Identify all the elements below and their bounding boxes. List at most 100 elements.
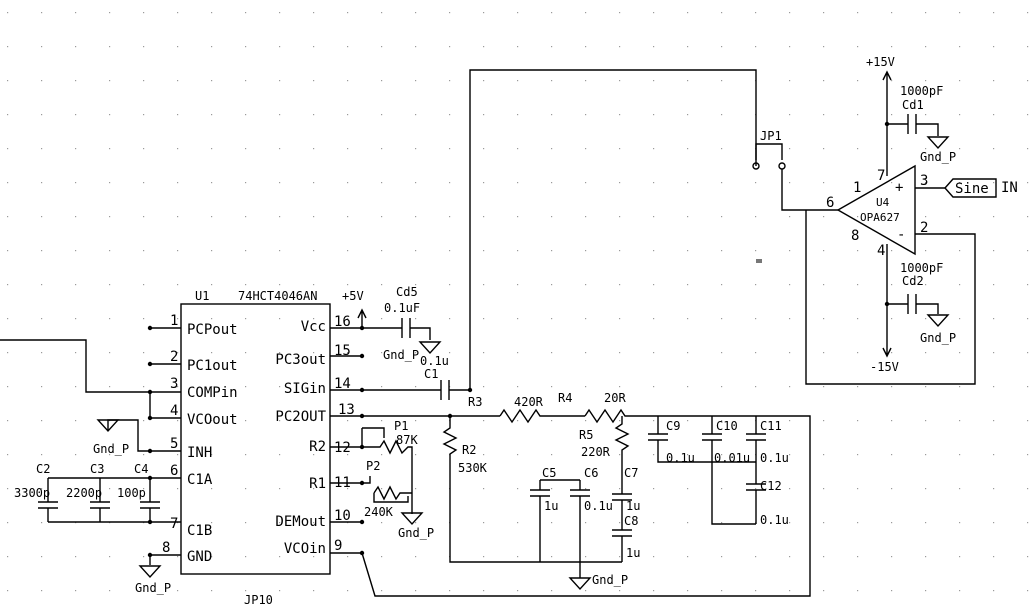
ground-symbol: [400, 512, 424, 526]
ic-u1-pin-num: 11: [334, 475, 351, 491]
ic-u1-pin-num: 7: [170, 516, 178, 532]
ic-u1-pin-name: R2: [309, 439, 326, 455]
ground-symbol: [926, 314, 950, 328]
c9-ref: C9: [666, 419, 680, 433]
ic-u1-pin-name: VCOin: [284, 541, 326, 557]
input-port-sine: [944, 178, 997, 198]
ground-symbol: [138, 565, 162, 579]
c4-value: 100p: [117, 486, 146, 500]
jp10-ref: JP10: [244, 593, 273, 604]
opamp-pin: 3: [920, 173, 928, 189]
supply-5v-label: +5V: [342, 289, 364, 303]
ic-u1-pin-num: 15: [334, 343, 351, 359]
ic-u1-pin-name: VCOout: [187, 412, 238, 428]
cd1-ref: Cd1: [902, 98, 924, 112]
ic-u1-pin-num: 10: [334, 508, 351, 524]
capacitor-c2: [38, 501, 58, 509]
jumper-pin: [752, 162, 760, 170]
jp1-ref: JP1: [760, 129, 782, 143]
wire-jp1-opamp: [781, 169, 838, 211]
c11-ref: C11: [760, 419, 782, 433]
gnd-label: Gnd_P: [592, 573, 628, 587]
c10-ref: C10: [716, 419, 738, 433]
cd5-value: 0.1uF: [384, 301, 420, 315]
ic-u1-pin-num: 2: [170, 349, 178, 365]
resistor-r4: [361, 408, 811, 597]
ground-symbol: [418, 341, 442, 355]
supply-neg-arrow: [882, 244, 892, 358]
potentiometer-p2: [362, 476, 412, 503]
opamp-pin: 8: [851, 228, 859, 244]
ic-u1-pin-name: SIGin: [284, 381, 326, 397]
ic-u1-pin-name: Vcc: [301, 319, 326, 335]
potentiometer-p1: [361, 427, 413, 514]
c8-value: 1u: [626, 546, 640, 560]
capacitor-c1: [440, 380, 450, 400]
opamp-pin: 4: [877, 243, 885, 259]
cd2-value: 1000pF: [900, 261, 943, 275]
capacitor-c3: [90, 501, 110, 509]
ic-u1-pin-num: 6: [170, 463, 178, 479]
gnd-label: Gnd_P: [920, 150, 956, 164]
c4-ref: C4: [134, 462, 148, 476]
r2-value: 530K: [458, 461, 488, 475]
opamp-pin: 6: [826, 195, 834, 211]
capacitor-cd2: [907, 294, 917, 314]
supply-5v-arrow: [357, 308, 367, 328]
gnd-label: Gnd_P: [383, 348, 419, 362]
c7-ref: C7: [624, 466, 638, 480]
supply-neg-label: -15V: [870, 360, 899, 374]
ic-u1-pin-name: PC2OUT: [275, 409, 326, 425]
opamp-ref: U4: [876, 196, 890, 209]
c10-value: 0.01u: [714, 451, 750, 465]
wire-cd2: [887, 303, 939, 314]
capacitor-c9: [648, 433, 668, 441]
c6-ref: C6: [584, 466, 598, 480]
ic-u1-pin-name: PC3out: [275, 352, 326, 368]
ic-u1-pin-num: 1: [170, 313, 178, 329]
wire-opamp-pins: [805, 187, 976, 385]
stray-mark: [756, 259, 762, 263]
ic-u1-part: 74HCT4046AN: [238, 289, 317, 303]
r2-ref: R2: [462, 443, 476, 457]
jumper-jp1: [755, 143, 783, 160]
ic-u1-pin-name: INH: [187, 445, 212, 461]
wire-c1a: [47, 477, 151, 523]
p1-ref: P1: [394, 419, 408, 433]
c12-ref: C12: [760, 479, 782, 493]
opamp-pin: 2: [920, 220, 928, 236]
c3-ref: C3: [90, 462, 104, 476]
gnd-label: Gnd_P: [135, 581, 171, 595]
r5-value: 220R: [581, 445, 611, 459]
capacitor-c11: [746, 433, 766, 441]
wire-vcc-cd5: [362, 327, 431, 340]
input-port-label: Sine: [955, 181, 989, 197]
ground-symbol: [926, 136, 950, 150]
ic-u1-pin-num: 4: [170, 403, 178, 419]
resistor-r3: [499, 408, 585, 424]
c2-value: 3300p: [14, 486, 50, 500]
ic-u1-pin-num: 8: [162, 540, 170, 556]
capacitor-c6: [570, 489, 590, 497]
supply-pos-label: +15V: [866, 55, 895, 69]
c12-value: 0.1u: [760, 513, 789, 527]
p2-value: 240K: [364, 505, 394, 519]
capacitor-c5: [530, 489, 550, 497]
c8-ref: C8: [624, 514, 638, 528]
resistor-r5: [614, 416, 630, 490]
opamp-plus: +: [895, 180, 903, 196]
c3-value: 2200p: [66, 486, 102, 500]
c1-value: 0.1u: [420, 354, 449, 368]
opamp-pin: 1: [853, 180, 861, 196]
ic-u1-pin-num: 13: [338, 402, 355, 418]
c5-value: 1u: [544, 499, 558, 513]
r3-ref: R3: [468, 395, 482, 409]
ic-u1-pin-num: 14: [334, 376, 351, 392]
wire-comp-in: [0, 339, 150, 393]
ic-u1-body: [180, 303, 331, 575]
opamp-minus: -: [897, 227, 905, 243]
ground-symbol: [568, 577, 592, 591]
c6-value: 0.1u: [584, 499, 613, 513]
